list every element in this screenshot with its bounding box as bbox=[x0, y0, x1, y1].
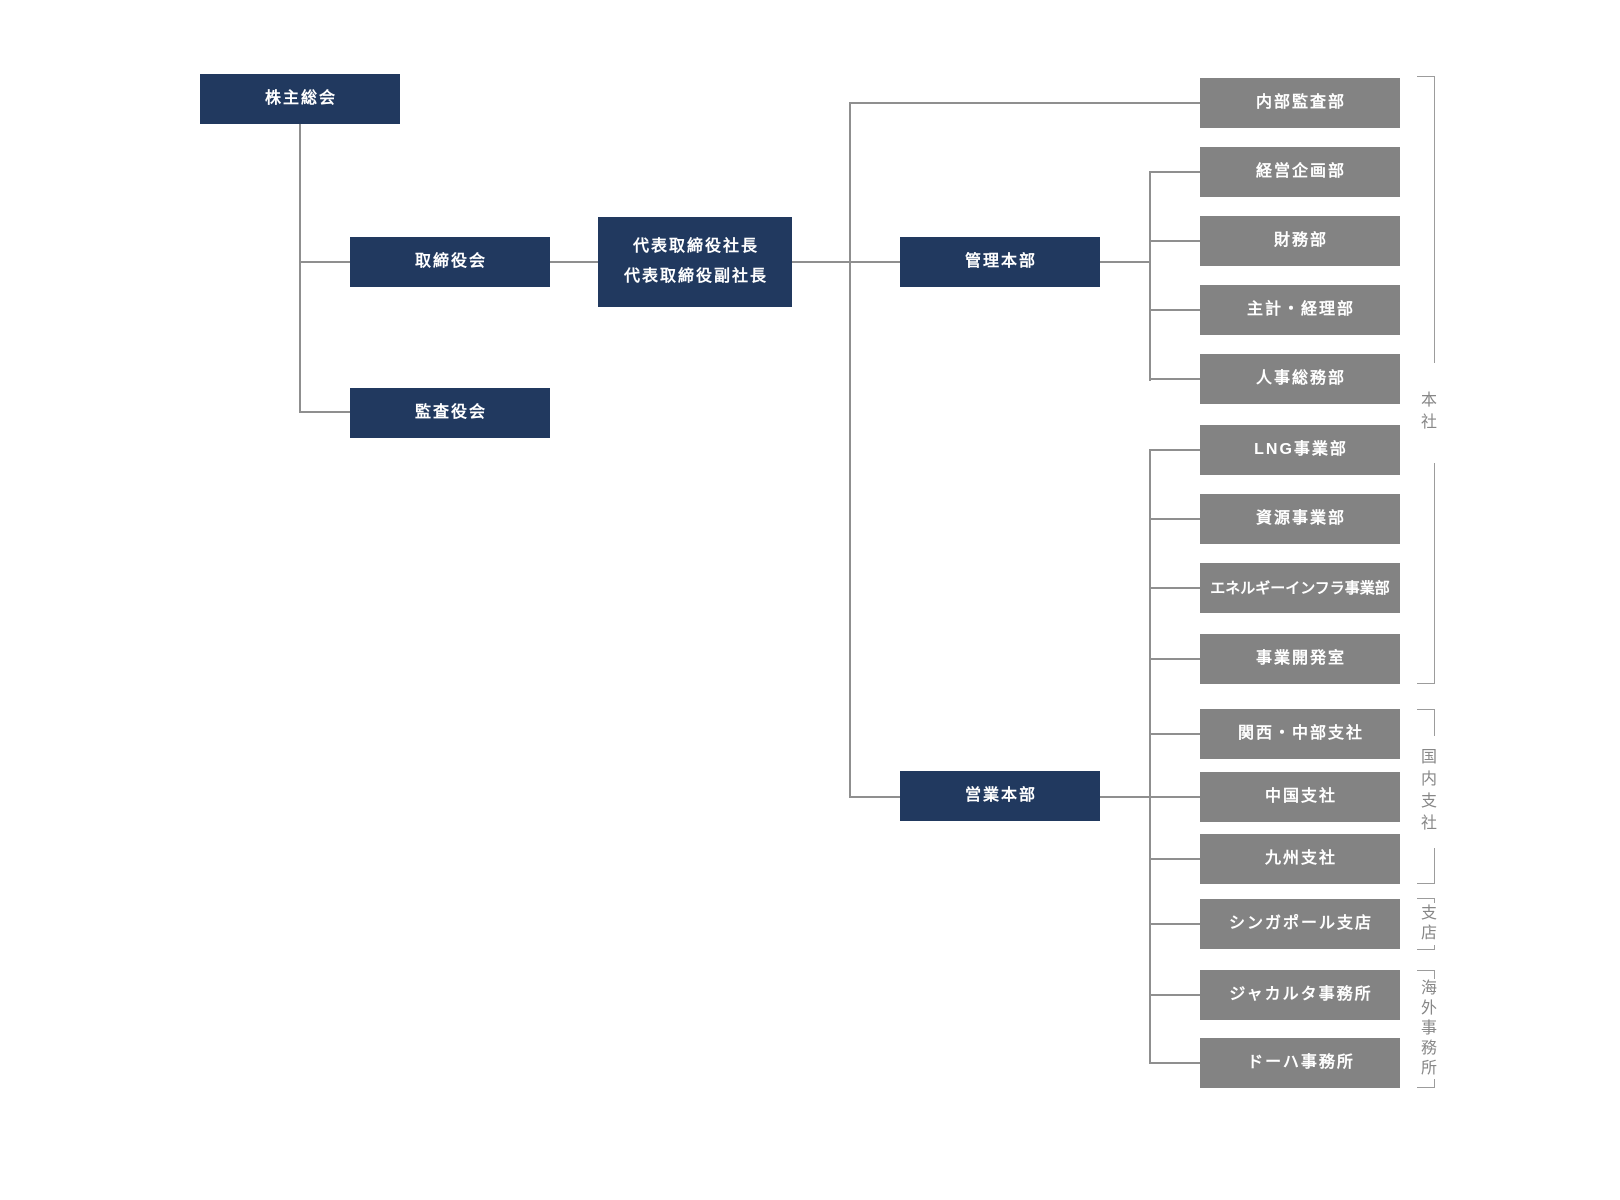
connector-trunk-to-sales bbox=[849, 796, 900, 798]
branch-kansai-chubu: 関西・中部支社 bbox=[1200, 709, 1400, 759]
office-jakarta: ジャカルタ事務所 bbox=[1200, 970, 1400, 1020]
dept-accounting: 主計・経理部 bbox=[1200, 285, 1400, 335]
connector-stub-finance bbox=[1149, 240, 1200, 242]
dept-hr-general-affairs: 人事総務部 bbox=[1200, 354, 1400, 404]
dept-lng-business: LNG事業部 bbox=[1200, 425, 1400, 475]
connector-to-audit-board bbox=[300, 411, 350, 413]
connector-stub-kyushu bbox=[1149, 858, 1200, 860]
dept-label: 関西・中部支社 bbox=[1237, 725, 1364, 742]
connector-stub-business-dev bbox=[1149, 658, 1200, 660]
bracket-head-office: 本社 bbox=[1417, 76, 1435, 684]
connector-stub-accounting bbox=[1149, 309, 1200, 311]
connector-stub-doha bbox=[1149, 1062, 1200, 1064]
dept-energy-infrastructure: エネルギーインフラ事業部 bbox=[1200, 563, 1400, 613]
dept-label: 資源事業部 bbox=[1255, 510, 1346, 527]
box-vice-president-label: 代表取締役副社長 bbox=[623, 268, 768, 285]
bracket-segment bbox=[1417, 709, 1435, 736]
branch-singapore: シンガポール支店 bbox=[1200, 899, 1400, 949]
bracket-segment bbox=[1417, 945, 1435, 950]
box-sales-division: 営業本部 bbox=[900, 771, 1100, 821]
dept-internal-audit: 内部監査部 bbox=[1200, 78, 1400, 128]
connector-stub-kansai-chubu bbox=[1149, 733, 1200, 735]
dept-label: 九州支社 bbox=[1264, 850, 1337, 867]
branch-kyushu: 九州支社 bbox=[1200, 834, 1400, 884]
office-doha: ドーハ事務所 bbox=[1200, 1038, 1400, 1088]
dept-label: 事業開発室 bbox=[1255, 650, 1346, 667]
dept-label: ジャカルタ事務所 bbox=[1229, 986, 1373, 1003]
connector-main-trunk bbox=[849, 103, 851, 797]
box-admin-division-label: 管理本部 bbox=[964, 253, 1037, 270]
connector-stub-singapore bbox=[1149, 923, 1200, 925]
dept-resources-business: 資源事業部 bbox=[1200, 494, 1400, 544]
dept-label: 経営企画部 bbox=[1255, 163, 1346, 180]
bracket-segment bbox=[1417, 76, 1435, 363]
bracket-label-overseas-offices: 海外事務所 bbox=[1418, 979, 1435, 1079]
branch-chugoku: 中国支社 bbox=[1200, 772, 1400, 822]
dept-finance: 財務部 bbox=[1200, 216, 1400, 266]
dept-label: 人事総務部 bbox=[1255, 370, 1346, 387]
bracket-label-head-office: 本社 bbox=[1418, 391, 1435, 435]
connector-stub-corporate-planning bbox=[1149, 171, 1200, 173]
box-president-label: 代表取締役社長 bbox=[632, 238, 759, 255]
bracket-segment bbox=[1417, 463, 1435, 684]
box-sales-division-label: 営業本部 bbox=[964, 787, 1037, 804]
connector-to-internal-audit bbox=[849, 102, 1200, 104]
dept-label: 内部監査部 bbox=[1255, 94, 1346, 111]
dept-label: ドーハ事務所 bbox=[1247, 1054, 1355, 1071]
connector-sales-subtrunk bbox=[1149, 449, 1151, 1064]
dept-label: 財務部 bbox=[1273, 232, 1328, 249]
box-shareholders-meeting-label: 株主総会 bbox=[264, 90, 337, 107]
connector-president-to-admin bbox=[792, 261, 900, 263]
box-board-of-directors: 取締役会 bbox=[350, 237, 550, 287]
bracket-branch: 支店 bbox=[1417, 898, 1435, 950]
dept-corporate-planning: 経営企画部 bbox=[1200, 147, 1400, 197]
bracket-segment bbox=[1417, 898, 1435, 903]
box-audit-supervisory-board: 監査役会 bbox=[350, 388, 550, 438]
bracket-overseas-offices: 海外事務所 bbox=[1417, 970, 1435, 1088]
dept-label: 主計・経理部 bbox=[1246, 301, 1355, 318]
bracket-domestic-branches: 国内支社 bbox=[1417, 709, 1435, 884]
dept-label: 中国支社 bbox=[1264, 788, 1337, 805]
box-admin-division: 管理本部 bbox=[900, 237, 1100, 287]
dept-label: LNG事業部 bbox=[1254, 441, 1348, 458]
connector-board-to-president bbox=[550, 261, 598, 263]
connector-admin-subtrunk bbox=[1149, 171, 1151, 381]
connector-stub-lng bbox=[1149, 449, 1200, 451]
connector-shareholders-trunk bbox=[299, 124, 301, 413]
box-representative-directors: 代表取締役社長 代表取締役副社長 bbox=[598, 217, 792, 307]
connector-admin-to-subtrunk bbox=[1100, 261, 1151, 263]
box-audit-supervisory-board-label: 監査役会 bbox=[414, 404, 487, 421]
bracket-segment bbox=[1417, 970, 1435, 979]
box-shareholders-meeting: 株主総会 bbox=[200, 74, 400, 124]
connector-to-board bbox=[300, 261, 350, 263]
bracket-label-domestic-branches: 国内支社 bbox=[1418, 748, 1435, 836]
connector-stub-hr bbox=[1149, 378, 1200, 380]
bracket-segment bbox=[1417, 1079, 1435, 1088]
dept-business-development: 事業開発室 bbox=[1200, 634, 1400, 684]
connector-stub-jakarta bbox=[1149, 994, 1200, 996]
connector-stub-resources bbox=[1149, 518, 1200, 520]
dept-label: エネルギーインフラ事業部 bbox=[1210, 579, 1390, 597]
box-board-of-directors-label: 取締役会 bbox=[414, 253, 487, 270]
dept-label: シンガポール支店 bbox=[1228, 915, 1373, 932]
connector-stub-energy-infra bbox=[1149, 587, 1200, 589]
bracket-segment bbox=[1417, 848, 1435, 884]
bracket-label-branch: 支店 bbox=[1418, 904, 1435, 944]
